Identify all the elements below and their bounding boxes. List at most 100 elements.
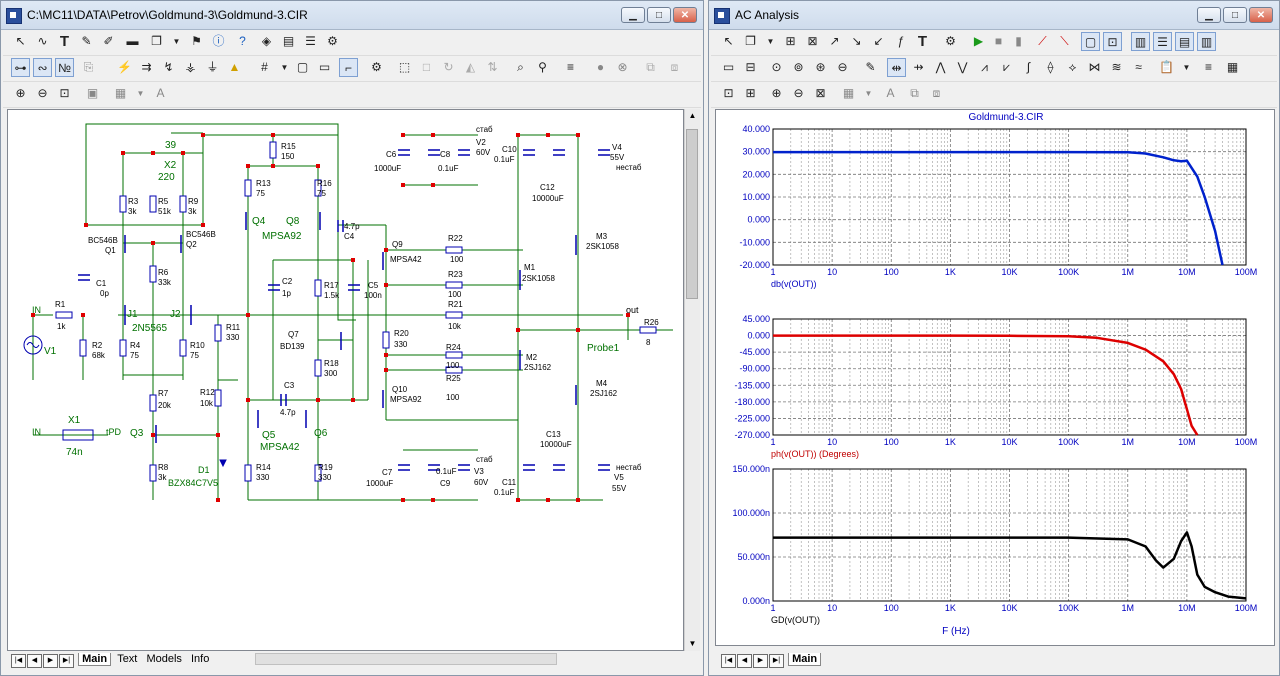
dropdown-icon[interactable]: ▼: [172, 37, 181, 46]
stop-circle-icon[interactable]: ●: [596, 60, 605, 74]
zoom-out-icon[interactable]: ⊖: [37, 86, 48, 100]
node-numbers-icon[interactable]: №: [55, 58, 74, 77]
table-icon[interactable]: ▦: [1226, 60, 1239, 74]
horizontal-scrollbar[interactable]: [255, 653, 558, 666]
cursor-mode-icon[interactable]: ▭: [722, 60, 735, 74]
plus-mode-icon[interactable]: ☰: [1153, 32, 1172, 51]
function-icon[interactable]: ƒ: [897, 34, 904, 48]
first-tab-icon[interactable]: |◀: [721, 654, 736, 668]
tag-horizontal-icon[interactable]: ↘: [851, 34, 862, 48]
power-icon[interactable]: ⚶: [185, 60, 196, 74]
close-button[interactable]: ✕: [673, 7, 697, 23]
properties-icon[interactable]: ⚙: [945, 34, 956, 48]
tab-info[interactable]: Info: [190, 653, 210, 665]
minimize-button[interactable]: ▁: [621, 7, 645, 23]
inflection-icon[interactable]: ∫: [1026, 60, 1031, 74]
page-view-icon[interactable]: ▢: [296, 60, 309, 74]
split-icon[interactable]: ⊟: [745, 60, 756, 74]
border-icon[interactable]: ⌐: [339, 58, 358, 77]
select-mode-icon[interactable]: ↖: [723, 34, 734, 48]
stop-icon[interactable]: ■: [994, 34, 1003, 48]
wire-mode-icon[interactable]: ∿: [37, 34, 48, 48]
warning-icon[interactable]: ▲: [228, 60, 241, 74]
center-icon[interactable]: ⊞: [745, 86, 756, 100]
ruler-icon[interactable]: ▥: [1131, 32, 1150, 51]
component-icon[interactable]: ▬: [126, 34, 139, 48]
prev-tab-icon[interactable]: ◀: [737, 654, 752, 668]
high-icon[interactable]: ⩘: [981, 60, 988, 74]
grid-dropdown-icon[interactable]: ▼: [280, 63, 289, 72]
pause-icon[interactable]: ▮: [1015, 34, 1022, 48]
zoom-y-icon[interactable]: ⊛: [815, 60, 826, 74]
zoom-in-icon[interactable]: ⊕: [771, 86, 782, 100]
properties-icon[interactable]: ⚙: [327, 34, 338, 48]
bottom-icon[interactable]: ≋: [1111, 60, 1122, 74]
box-select-icon[interactable]: ⬚: [398, 60, 411, 74]
point-tag-icon[interactable]: ↙: [873, 34, 884, 48]
maximize-button[interactable]: □: [647, 7, 671, 23]
data-points-icon[interactable]: ▢: [1081, 32, 1100, 51]
layout-dropdown-icon[interactable]: ▼: [864, 89, 873, 98]
peak-mode-icon[interactable]: ⋀: [935, 60, 946, 74]
tag-icon[interactable]: ↗: [829, 34, 840, 48]
layout-icon[interactable]: ▦: [114, 86, 127, 100]
font-icon[interactable]: A: [886, 86, 895, 100]
zoom-fit-icon[interactable]: ⊠: [815, 86, 826, 100]
prev-tab-icon[interactable]: ◀: [27, 654, 42, 668]
schematic-canvas[interactable]: 39 X2 220 R15 150 R13 75 R16 75 Q4 Q8 MP…: [7, 109, 684, 651]
clipboard-dropdown-icon[interactable]: ▼: [1182, 63, 1191, 72]
scale-mode-icon[interactable]: ⊡: [723, 86, 734, 100]
ground-icon[interactable]: ⏚: [206, 60, 219, 74]
text-icon[interactable]: T: [917, 33, 928, 50]
page-icon[interactable]: ☰: [305, 34, 316, 48]
minimize-button[interactable]: ▁: [1197, 7, 1221, 23]
list-icon[interactable]: ≡: [566, 60, 574, 74]
last-tab-icon[interactable]: ▶|: [59, 654, 74, 668]
copy-icon[interactable]: ❐: [745, 34, 756, 48]
tile-icon[interactable]: ⧉: [646, 60, 655, 74]
horizontal-axis-icon[interactable]: ▤: [1175, 32, 1194, 51]
scroll-down-icon[interactable]: ▼: [688, 639, 697, 648]
rotate-icon[interactable]: ↻: [443, 60, 454, 74]
last-tab-icon[interactable]: ▶|: [769, 654, 784, 668]
tokens-icon[interactable]: ⊡: [1103, 32, 1122, 51]
vertical-axis-icon[interactable]: ▥: [1197, 32, 1216, 51]
schematic-vertical-scrollbar[interactable]: ▲ ▼: [684, 109, 700, 651]
clipboard-icon[interactable]: 📋: [1159, 60, 1174, 74]
top-icon[interactable]: ⋈: [1088, 60, 1101, 74]
preview-icon[interactable]: ▣: [86, 86, 99, 100]
current-icon[interactable]: ↯: [163, 60, 174, 74]
mirror-icon[interactable]: ◭: [465, 60, 476, 74]
frame-icon[interactable]: □: [422, 60, 431, 74]
doc-icon[interactable]: ▭: [318, 60, 331, 74]
scroll-up-icon[interactable]: ▲: [688, 111, 697, 120]
paste-icon[interactable]: ⎘: [83, 60, 94, 74]
binoculars-icon[interactable]: ⚲: [538, 60, 547, 74]
next-tab-icon[interactable]: ▶: [43, 654, 58, 668]
zoom-out-icon[interactable]: ⊖: [837, 60, 848, 74]
select-mode-icon[interactable]: ↖: [15, 34, 26, 48]
cascade-icon[interactable]: ⧈: [670, 60, 679, 74]
tab-main[interactable]: Main: [788, 653, 822, 666]
layout-dropdown-icon[interactable]: ▼: [136, 89, 145, 98]
options-icon[interactable]: ⚙: [371, 60, 382, 74]
next-value-icon[interactable]: ⇸: [913, 60, 924, 74]
copy-icon[interactable]: ❐: [151, 34, 162, 48]
find-icon[interactable]: ⌕: [517, 60, 524, 74]
edit-icon[interactable]: ✎: [865, 60, 876, 74]
first-tab-icon[interactable]: |◀: [11, 654, 26, 668]
zoom-fit-icon[interactable]: ⊡: [59, 86, 70, 100]
cancel-circle-icon[interactable]: ⊗: [617, 60, 628, 74]
info-icon[interactable]: ⓘ: [212, 34, 225, 48]
global-high-icon[interactable]: ⟠: [1047, 60, 1054, 74]
font-icon[interactable]: A: [156, 86, 165, 100]
flip-icon[interactable]: ⇅: [487, 60, 498, 74]
scale-icon[interactable]: ⊞: [785, 34, 796, 48]
valley-icon[interactable]: ⟍: [1060, 34, 1069, 48]
zoom-in-icon[interactable]: ⊕: [15, 86, 26, 100]
tile-icon[interactable]: ⧉: [910, 86, 919, 100]
maximize-button[interactable]: □: [1223, 7, 1247, 23]
flag-icon[interactable]: ⚑: [191, 34, 202, 48]
global-low-icon[interactable]: ⟡: [1068, 60, 1077, 74]
